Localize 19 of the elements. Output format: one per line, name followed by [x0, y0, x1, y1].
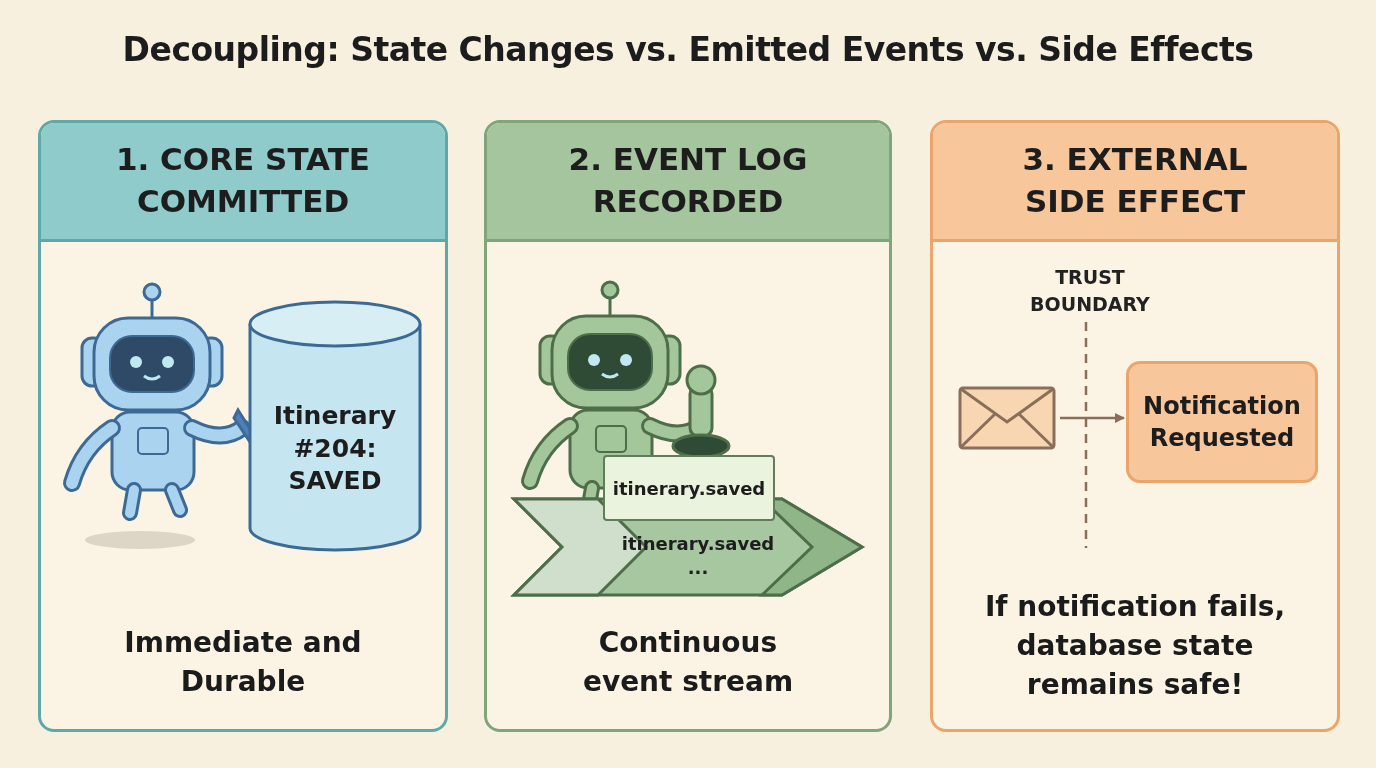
record-text: Itinerary #204: SAVED: [272, 400, 398, 497]
panel: [930, 120, 1340, 732]
panel: [38, 120, 448, 732]
event-name: itinerary.saved: [620, 533, 776, 554]
arrow: [1060, 413, 1125, 423]
panel-caption: Immediate and Durable: [123, 625, 363, 701]
panel-title: 2. EVENT LOG RECORDED: [567, 140, 809, 221]
boundary-label: TRUST BOUNDARY: [1029, 265, 1151, 317]
panel: [484, 120, 892, 732]
panel-caption: Continuous event stream: [581, 625, 795, 701]
diagram-title: Decoupling: State Changes vs. Emitted Events vs. Side Effects: [121, 30, 1255, 69]
panel-title: 1. CORE STATE COMMITTED: [114, 140, 372, 221]
event-card: [603, 455, 775, 521]
event-name: ...: [686, 557, 710, 578]
panel-caption: If notification fails, database state remains safe!: [983, 589, 1287, 704]
event-name: itinerary.saved: [612, 477, 766, 499]
panel-title: 3. EXTERNAL SIDE EFFECT: [1021, 140, 1249, 221]
notification-box: [1126, 361, 1318, 483]
notification-text: Notification Requested: [1142, 390, 1302, 454]
